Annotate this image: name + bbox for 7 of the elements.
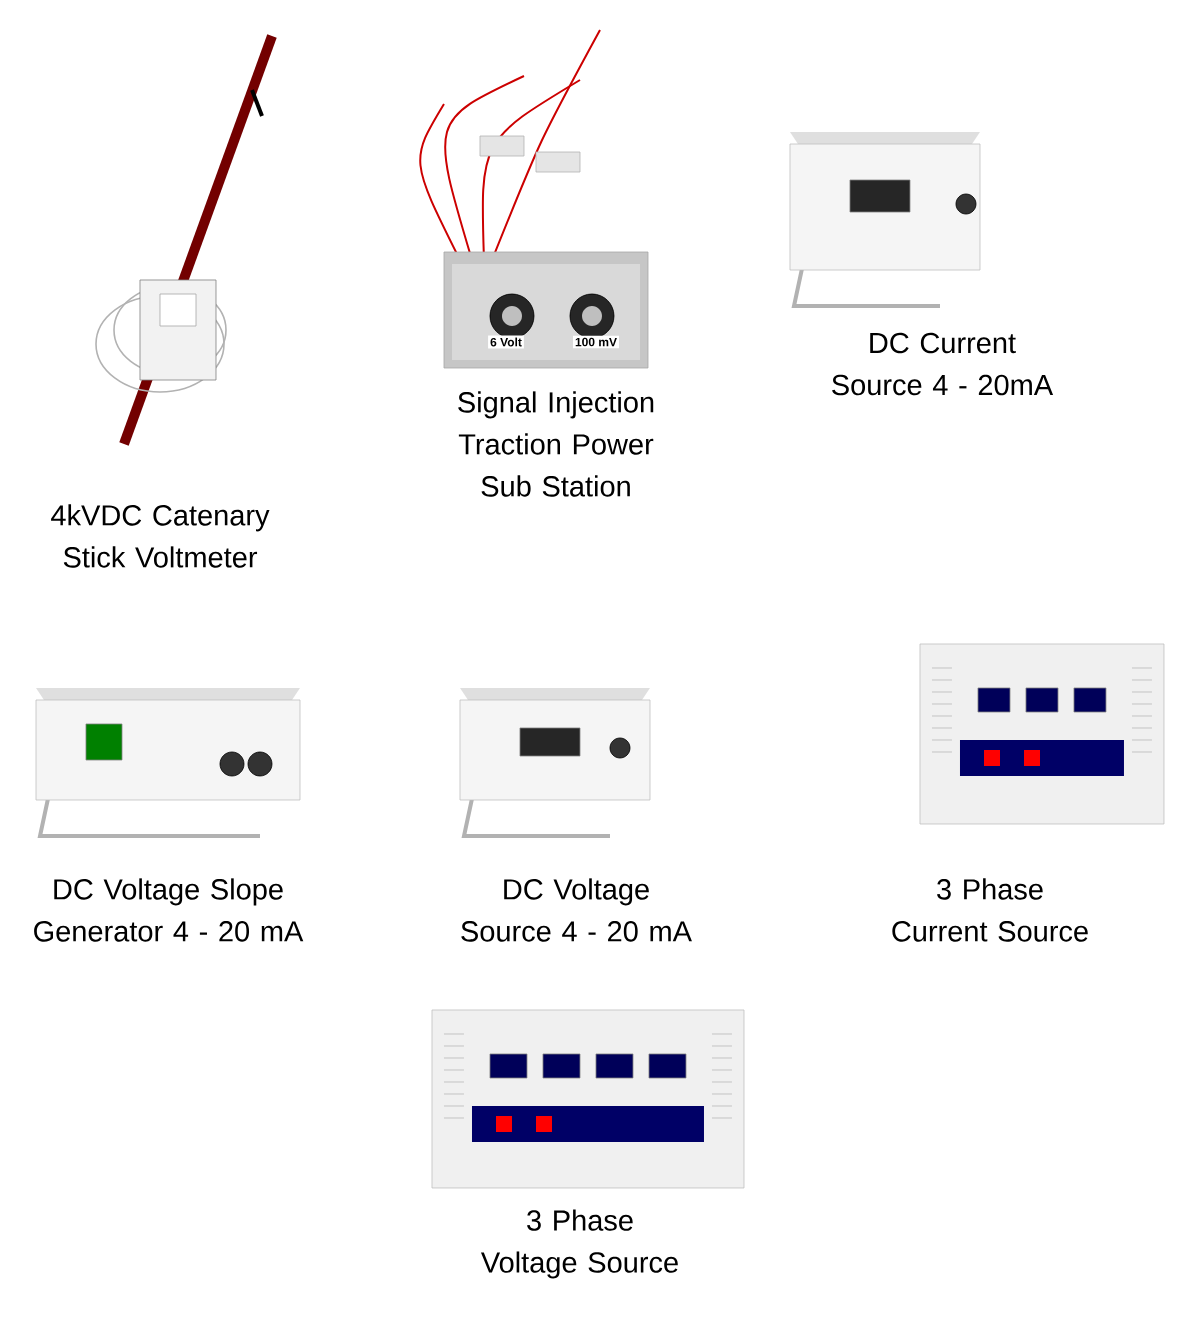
caption: 3 Phase Voltage Source: [480, 1209, 678, 1279]
caption: DC Voltage Slope Generator 4 - 20 mA: [34, 878, 304, 942]
caption: DC Current Source 4 - 20mA: [832, 332, 1054, 396]
caption: DC Voltage Source 4 - 20 mA: [461, 878, 692, 942]
caption: 4kVDC Catenary Stick Voltmeter: [51, 504, 270, 568]
caption: 3 Phase Current Source: [892, 878, 1088, 942]
caption: Signal Injection Traction Power Sub Station: [458, 391, 654, 497]
